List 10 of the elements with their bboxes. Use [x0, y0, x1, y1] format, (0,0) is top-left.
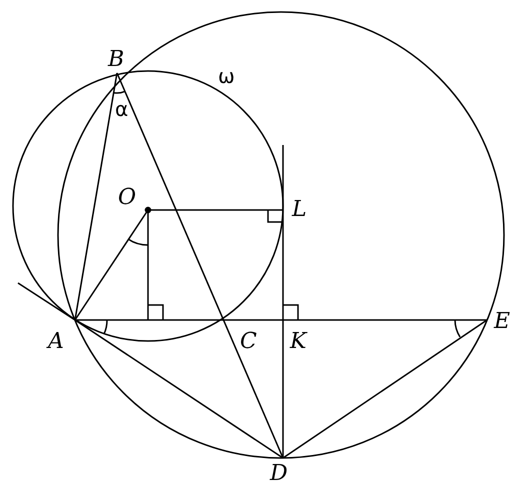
point-label: E [494, 310, 510, 334]
point-label: D [270, 462, 288, 486]
point-label: L [292, 198, 307, 222]
point-label: O [118, 186, 136, 210]
point-label: A [48, 330, 64, 354]
circle-label: ω [218, 64, 235, 88]
point-label: B [108, 48, 124, 72]
point-label: K [290, 330, 306, 354]
angle-label: α [115, 97, 128, 121]
point-label: C [240, 330, 257, 354]
